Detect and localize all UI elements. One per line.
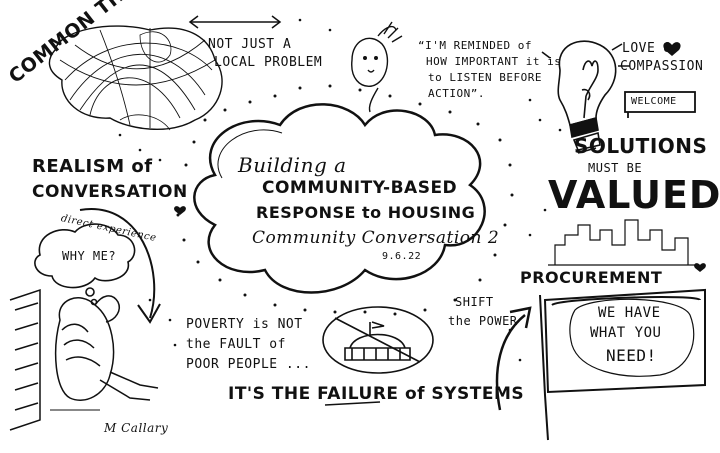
welcome-label: WELCOME (631, 96, 677, 107)
realism-line2: CONVERSATION (32, 182, 188, 202)
center-title-line1: Building a (238, 153, 347, 177)
double-arrow (188, 15, 282, 29)
quote-line1: “I'M REMINDED of (418, 39, 532, 52)
curved-arrow-down (79, 208, 161, 324)
failure-underline (324, 401, 381, 406)
heart-icon-small-right (694, 263, 706, 272)
love-line1: LOVE & (622, 41, 672, 56)
sign-line2: WHAT YOU (590, 325, 662, 341)
person-sitting-sketch (9, 288, 159, 431)
sign-board (539, 288, 706, 441)
center-title-line4: Community Conversation 2 (252, 228, 500, 248)
face-thinking-sketch (351, 21, 403, 113)
quote-line2: HOW IMPORTANT it is (426, 55, 562, 68)
sign-line1: WE HAVE (598, 305, 661, 321)
heart-icon (663, 42, 681, 56)
solutions-line1: SOLUTIONS (574, 134, 708, 158)
poverty-line1: POVERTY is NOT (186, 317, 303, 332)
lightbulb-icon (541, 40, 630, 154)
love-line2: COMPASSION (620, 59, 704, 74)
not-just-line1: NOT JUST A (208, 37, 292, 52)
solutions-line2: MUST BE (588, 161, 643, 175)
quote-line3: to LISTEN BEFORE (428, 71, 542, 84)
speech-bubble-outline (569, 298, 695, 377)
welcome-banner (624, 91, 696, 118)
globe-map-sketch (48, 25, 223, 131)
sign-line3: NEED! (606, 346, 657, 365)
center-title-line2: COMMUNITY-BASED (262, 178, 458, 198)
center-title-line3: RESPONSE to HOUSING (256, 203, 476, 222)
failure-line: IT'S THE FAILURE of SYSTEMS (228, 384, 525, 404)
heart-icon-small (174, 206, 186, 215)
curved-arrow-up (495, 306, 532, 411)
realism-line1: REALISM of (32, 156, 153, 177)
poverty-line2: the FAULT of (186, 337, 286, 352)
poverty-line3: POOR PEOPLE ... (186, 357, 311, 372)
city-skyline (548, 219, 695, 266)
central-cloud (193, 103, 486, 294)
not-just-line2: LOCAL PROBLEM (214, 55, 323, 70)
center-date: 9.6.22 (382, 251, 422, 262)
shift-line2: the POWER (448, 314, 518, 328)
cloud-dots (118, 18, 562, 362)
shift-line1: SHIFT (455, 295, 494, 309)
solutions-line3: VALUED! (548, 173, 720, 217)
quote-line4: ACTION”. (428, 87, 485, 100)
capitol-prohibited-sketch (322, 306, 434, 374)
why-me-label: WHY ME? (62, 249, 117, 263)
artist-signature: M Callary (104, 421, 169, 435)
procurement-label: PROCUREMENT (520, 268, 663, 287)
